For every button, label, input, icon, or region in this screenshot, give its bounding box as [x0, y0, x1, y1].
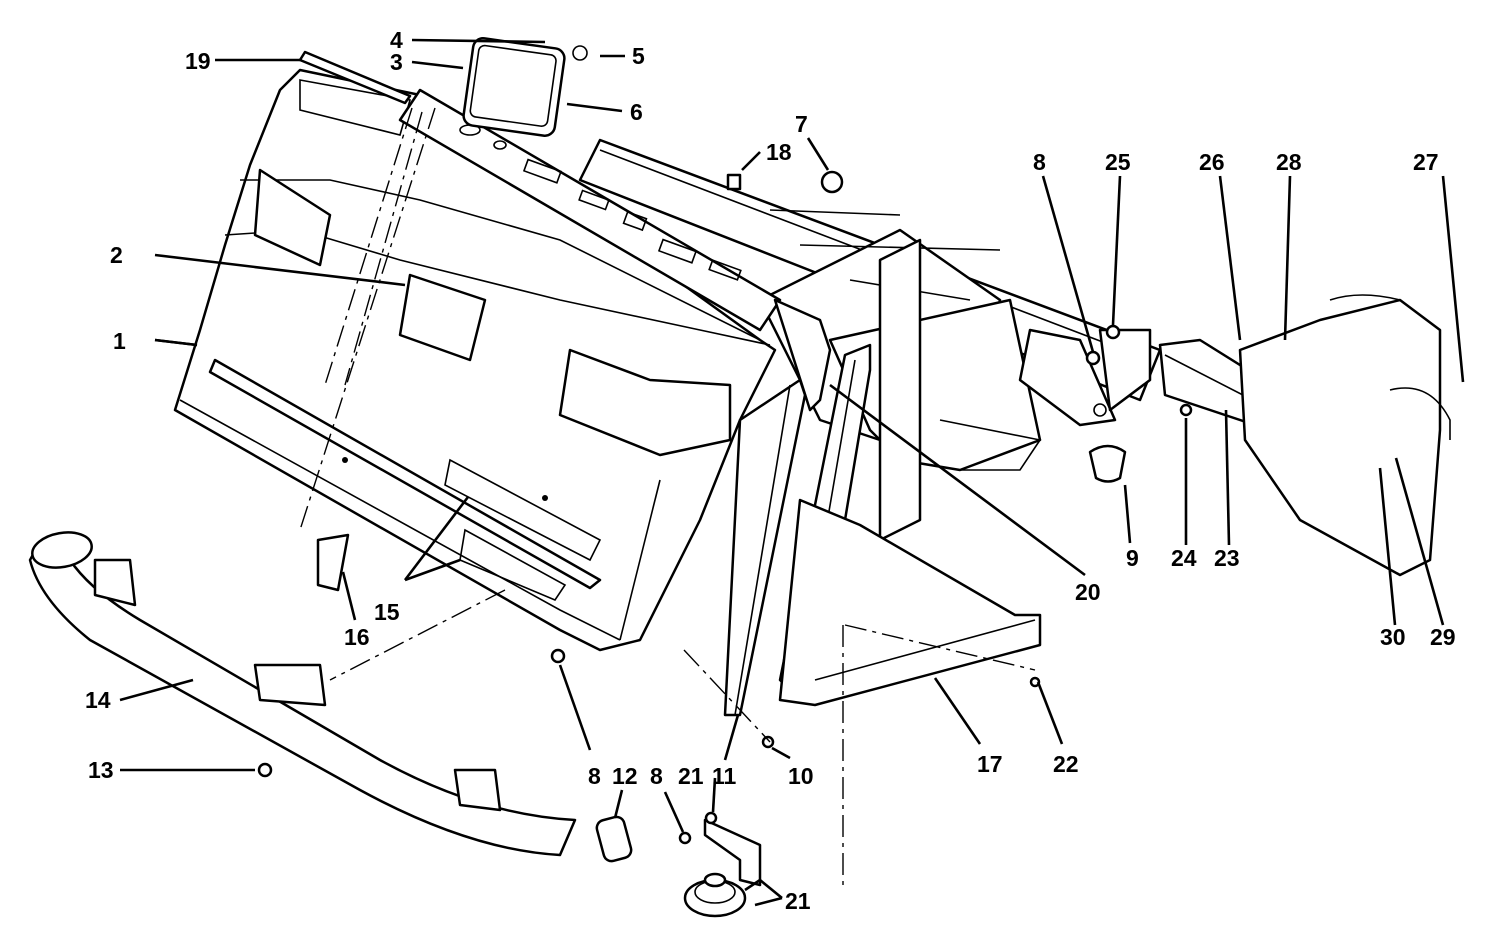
callout-19: 19 — [185, 48, 211, 74]
callout-16: 16 — [344, 624, 370, 650]
leader-lines — [119, 38, 1465, 907]
callout-22: 22 — [1053, 751, 1079, 777]
callout-26: 26 — [1199, 149, 1225, 175]
callout-12: 12 — [612, 763, 638, 789]
callout-9: 9 — [1126, 545, 1139, 571]
bump-stop — [1088, 444, 1127, 483]
callout-8-upper: 8 — [1033, 149, 1046, 175]
bumper-tube — [28, 531, 633, 863]
callout-4: 4 — [390, 27, 403, 53]
callout-11: 11 — [712, 763, 737, 789]
top-cowl — [298, 50, 782, 332]
callout-23: 23 — [1214, 545, 1240, 571]
callout-3: 3 — [390, 49, 403, 75]
callout-28: 28 — [1276, 149, 1302, 175]
callout-30: 30 — [1380, 624, 1406, 650]
callout-13: 13 — [88, 757, 114, 783]
callout-17: 17 — [977, 751, 1003, 777]
frame-assembly — [578, 138, 1162, 542]
hood-panel — [173, 68, 777, 652]
callout-1: 1 — [113, 328, 126, 354]
callout-8-horn: 8 — [650, 763, 663, 789]
callout-labels: 1 2 3 4 5 6 7 8 8 8 9 10 11 12 13 14 15 … — [85, 27, 1456, 914]
horn — [683, 818, 762, 918]
callout-7: 7 — [795, 111, 808, 137]
rear-bracket — [1158, 294, 1451, 577]
callout-14: 14 — [85, 687, 111, 713]
callout-15: 15 — [374, 599, 400, 625]
floor-pan — [778, 498, 1042, 707]
callout-20: 20 — [1075, 579, 1101, 605]
callout-8-lower: 8 — [588, 763, 601, 789]
phantom-lines — [299, 107, 844, 885]
light-housing — [462, 37, 588, 137]
callout-6: 6 — [630, 99, 643, 125]
callout-5: 5 — [632, 43, 645, 69]
callout-10: 10 — [788, 763, 814, 789]
callout-29: 29 — [1430, 624, 1456, 650]
callout-2: 2 — [110, 242, 123, 268]
callout-24: 24 — [1171, 545, 1197, 571]
callout-25: 25 — [1105, 149, 1131, 175]
callout-21-lower: 21 — [785, 888, 811, 914]
callout-21-upper: 21 — [678, 763, 704, 789]
callout-27: 27 — [1413, 149, 1439, 175]
callout-18: 18 — [766, 139, 792, 165]
